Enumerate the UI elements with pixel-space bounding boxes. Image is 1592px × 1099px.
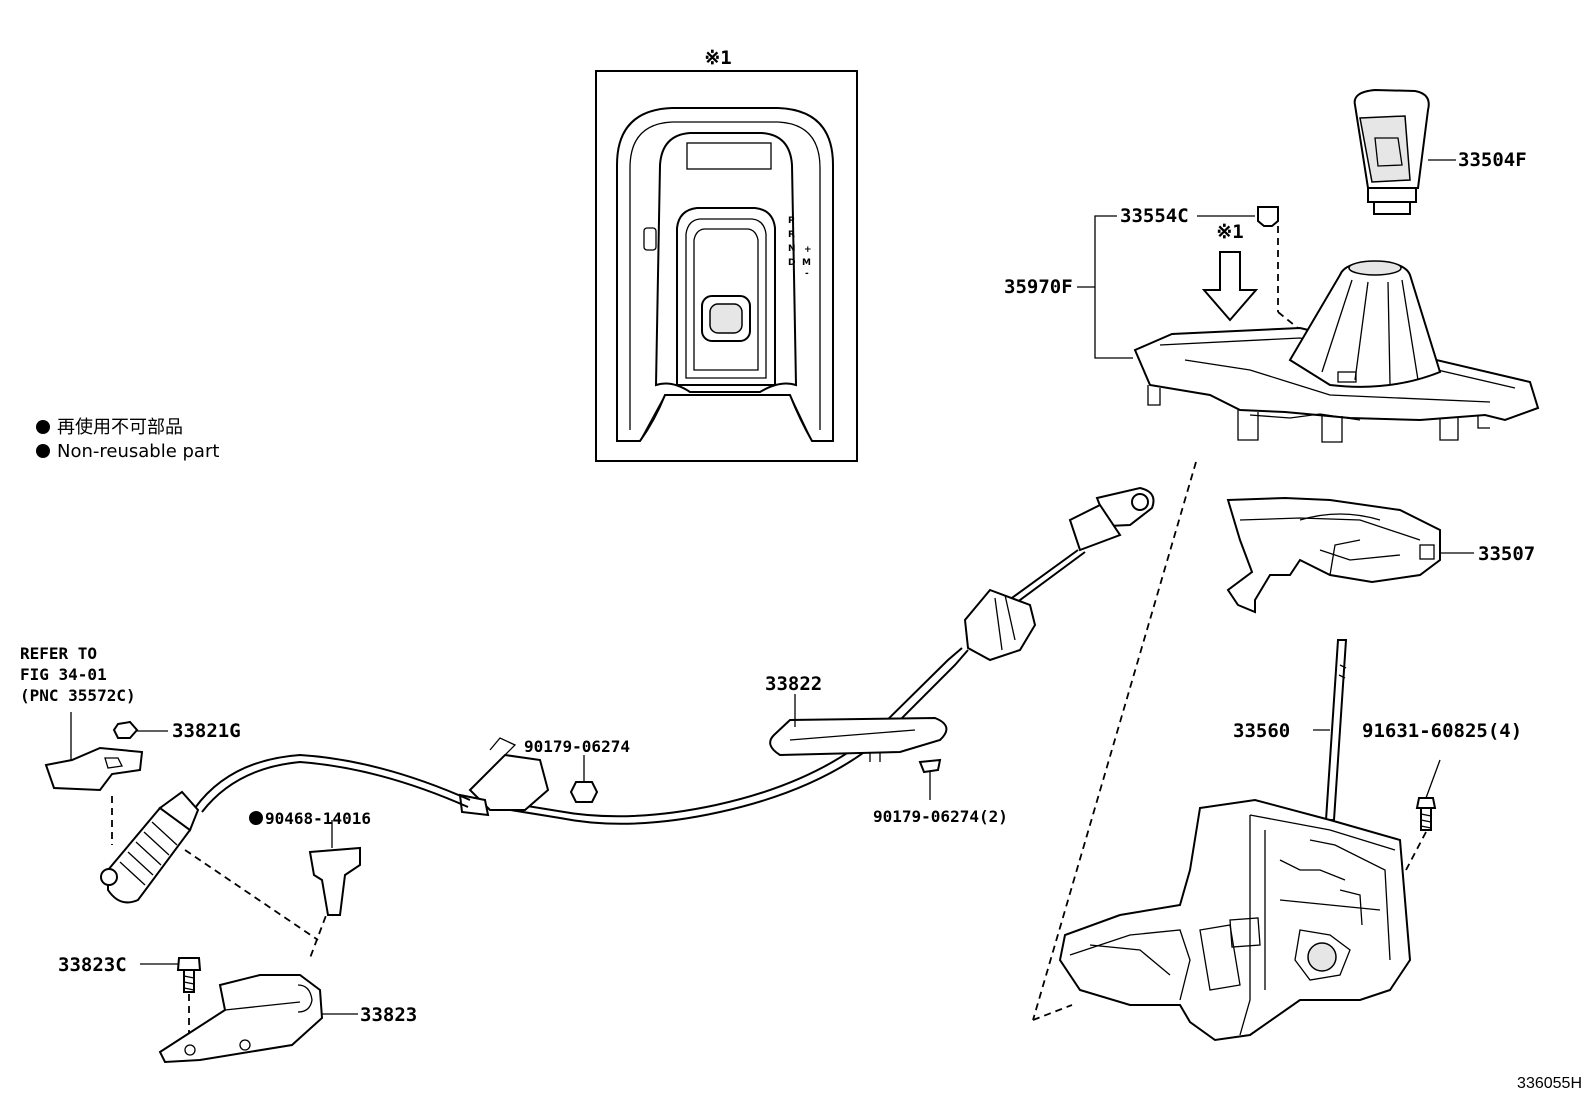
refer-line-2: FIG 34-01 — [20, 665, 107, 684]
callout-33560: 33560 — [1233, 720, 1290, 742]
gear-letter: R — [788, 230, 795, 240]
gear-letter: P — [788, 216, 795, 226]
view-direction-arrow-icon — [1201, 251, 1259, 322]
inset-frame — [595, 70, 858, 462]
gear-letter: + — [804, 245, 812, 255]
left-cable-end-group: REFER TO FIG 34-01 (PNC 35572C) 33821G 9… — [20, 644, 417, 1064]
indicator-housing-33507: 33507 — [1226, 496, 1535, 614]
callout-33823: 33823 — [360, 1004, 417, 1026]
figure-id: 336055H — [1517, 1075, 1582, 1092]
shift-lever-assembly-33560: 33560 91631-60825(4) — [1032, 461, 1522, 1042]
gear-letter: M — [802, 258, 811, 268]
callout-33821G: 33821G — [172, 720, 241, 742]
legend-en: Non-reusable part — [57, 441, 219, 462]
legend-jp: 再使用不可部品 — [57, 417, 183, 438]
callout-35970F: 35970F — [1004, 276, 1073, 298]
callout-33504F: 33504F — [1458, 149, 1527, 171]
inset-ref-mark: ※1 — [704, 47, 731, 69]
callout-33554C: 33554C — [1120, 205, 1189, 227]
callout-90179-06274: 90179-06274 — [524, 737, 630, 756]
callout-33822: 33822 — [765, 673, 822, 695]
console-group: 33554C 35970F ※1 — [1004, 205, 1540, 443]
callout-90179-06274-2: 90179-06274(2) — [873, 807, 1008, 826]
non-reusable-bullet-icon — [36, 444, 50, 458]
callout-33507: 33507 — [1478, 543, 1535, 565]
gear-indicator: P R N D M + - — [788, 216, 812, 279]
inset-shift-panel: ※1 P R N D M + - — [595, 47, 858, 462]
gear-letter: - — [805, 269, 809, 279]
non-reusable-bullet-icon — [249, 811, 263, 825]
gear-letter: D — [788, 258, 795, 268]
shift-cable-group: 33822 90179-06274(2) 90179-06274 — [194, 486, 1155, 826]
non-reusable-bullet-icon — [36, 420, 50, 434]
legend: 再使用不可部品 Non-reusable part — [36, 417, 219, 462]
refer-line-1: REFER TO — [20, 644, 97, 663]
callout-33823C: 33823C — [58, 954, 127, 976]
gear-letter: N — [788, 244, 796, 254]
callout-90468-14016: 90468-14016 — [265, 809, 371, 828]
arrow-ref-mark: ※1 — [1216, 221, 1243, 243]
refer-line-3: (PNC 35572C) — [20, 686, 136, 705]
shift-knob-33504F: 33504F — [1353, 88, 1527, 215]
callout-91631-60825: 91631-60825(4) — [1362, 720, 1522, 742]
